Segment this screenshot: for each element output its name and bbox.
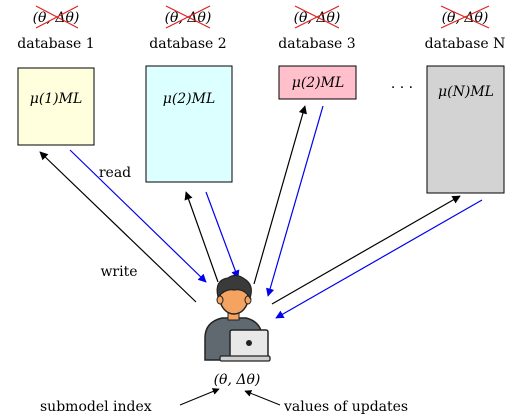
read-arrow-db2: [205, 191, 240, 279]
db3-cross-mark-b: [294, 5, 340, 29]
database-1: (θ, Δθ) database 1 μ(1)ML: [17, 5, 95, 146]
db2-box: [145, 65, 233, 183]
write-arrow-db3: [253, 105, 307, 285]
db2-label: database 2: [149, 36, 226, 52]
db2-cross-mark-b: [165, 5, 211, 29]
db1-box: [17, 67, 95, 146]
user-query: (θ, Δθ): [214, 372, 261, 388]
write-label: write: [100, 264, 137, 280]
values-of-updates-arrow: [244, 390, 281, 406]
db3-model: μ(2)ML: [292, 75, 345, 91]
dbn-label: database N: [425, 36, 506, 52]
submodel-index-arrow: [179, 388, 220, 406]
dbn-box: [426, 65, 505, 194]
read-arrow-dbn: [275, 199, 483, 319]
db1-model: μ(1)ML: [30, 91, 83, 107]
user-laptop-icon: [204, 274, 271, 362]
db3-box: [278, 65, 357, 100]
write-arrow-db2: [184, 191, 219, 283]
database-n: (θ, Δθ) database N μ(N)ML: [425, 5, 506, 194]
db1-label: database 1: [17, 36, 94, 52]
db3-label: database 3: [278, 36, 355, 52]
dbn-model: μ(N)ML: [438, 84, 494, 100]
submodel-index-annotation: submodel index: [40, 399, 152, 415]
write-arrow-db1: [39, 151, 197, 303]
read-label: read: [99, 165, 131, 181]
ellipsis: · · ·: [391, 80, 413, 96]
write-arrow-dbn: [271, 195, 461, 305]
database-2: (θ, Δθ) database 2 μ(2)ML: [145, 5, 233, 183]
db3-crossed-text: (θ, Δθ): [294, 10, 341, 26]
db2-model: μ(2)ML: [163, 91, 216, 107]
read-arrow-db1: [69, 149, 207, 283]
dbn-crossed-text: (θ, Δθ): [442, 10, 489, 26]
database-3: (θ, Δθ) database 3 μ(2)ML: [278, 5, 357, 100]
dbn-cross-mark-b: [440, 5, 490, 29]
db2-crossed-text: (θ, Δθ): [165, 10, 212, 26]
values-of-updates-annotation: values of updates: [283, 399, 408, 415]
read-arrow-db3: [266, 105, 324, 297]
db1-cross-mark-b: [35, 5, 79, 29]
